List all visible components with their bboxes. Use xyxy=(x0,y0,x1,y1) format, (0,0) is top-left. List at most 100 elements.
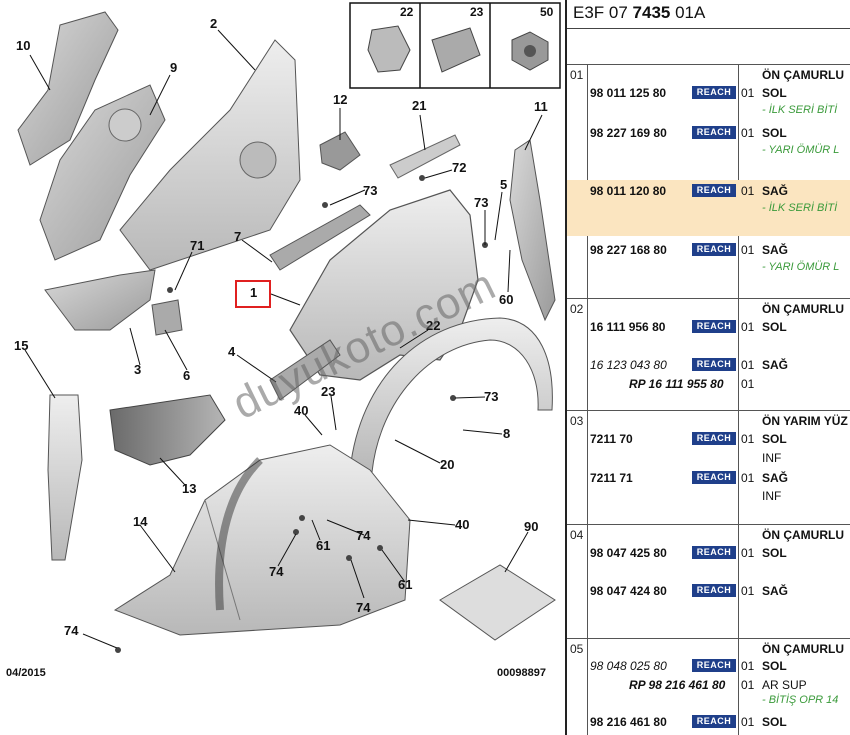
table-row[interactable]: 98 227 168 80 REACH 01 SAĞ xyxy=(567,241,850,261)
part-90-shape xyxy=(439,564,556,641)
inset-label-23: 23 xyxy=(470,5,484,19)
replacement-part-number: RP 98 216 461 80 xyxy=(629,678,726,692)
part-number: 7211 71 xyxy=(590,471,633,485)
callout-2[interactable]: 2 xyxy=(210,16,218,31)
callout-90[interactable]: 90 xyxy=(524,519,539,534)
inset-clip-23 xyxy=(431,27,481,73)
quantity: 01 xyxy=(741,659,755,673)
callout-11[interactable]: 11 xyxy=(534,99,548,114)
callout-61-b[interactable]: 61 xyxy=(398,577,413,592)
side-label: SOL xyxy=(762,86,787,100)
reach-badge: REACH xyxy=(692,659,736,672)
callout-60[interactable]: 60 xyxy=(499,292,514,307)
group-separator xyxy=(567,298,850,299)
side-label: SAĞ xyxy=(762,471,789,485)
callout-15[interactable]: 15 xyxy=(14,338,29,353)
callout-40-b[interactable]: 40 xyxy=(455,517,470,532)
group-separator xyxy=(567,638,850,639)
part-4-shape xyxy=(269,339,341,401)
part-number: 98 227 169 80 xyxy=(590,126,667,140)
callout-74-d[interactable]: 74 xyxy=(64,623,79,638)
quantity: 01 xyxy=(741,584,755,598)
callout-13[interactable]: 13 xyxy=(182,481,197,496)
group-number: 03 xyxy=(570,414,584,428)
part-number: 98 011 120 80 xyxy=(590,184,667,198)
table-row[interactable]: 7211 70 REACH 01 SOL xyxy=(567,430,850,450)
part-number: 16 123 043 80 xyxy=(590,358,667,372)
callout-72[interactable]: 72 xyxy=(452,160,467,175)
side-label: SOL xyxy=(762,126,787,140)
table-row[interactable]: RP 16 111 955 80 01 xyxy=(567,375,850,395)
table-row[interactable]: 98 216 461 80 REACH 01 SOL xyxy=(567,713,850,733)
callout-5[interactable]: 5 xyxy=(500,177,508,192)
callout-40-a[interactable]: 40 xyxy=(294,403,309,418)
table-row[interactable]: RP 98 216 461 80 01 AR SUP xyxy=(567,676,850,696)
col-divider-2 xyxy=(738,64,739,735)
quantity: 01 xyxy=(741,358,755,372)
callout-1[interactable]: 1 xyxy=(250,285,258,300)
callout-8[interactable]: 8 xyxy=(503,426,511,441)
diagram-date: 04/2015 xyxy=(6,667,46,679)
callout-22[interactable]: 22 xyxy=(426,318,441,333)
callout-4[interactable]: 4 xyxy=(228,344,236,359)
row-sub-label: INF xyxy=(762,489,782,503)
callout-14[interactable]: 14 xyxy=(133,514,148,529)
table-row[interactable]: 98 011 125 80 REACH 01 SOL xyxy=(567,84,850,104)
callout-23[interactable]: 23 xyxy=(321,384,336,399)
part-11-shape xyxy=(509,139,556,322)
doc-ref-prefix: E3F 07 xyxy=(573,3,633,22)
part-15-shape xyxy=(47,394,83,561)
table-row[interactable]: 16 111 956 80 REACH 01 SOL xyxy=(567,318,850,338)
selected-part-highlight[interactable] xyxy=(235,280,271,308)
callout-74-c[interactable]: 74 xyxy=(356,600,371,615)
reach-badge: REACH xyxy=(692,432,736,445)
quantity: 01 xyxy=(741,471,755,485)
table-row-selected[interactable]: 98 011 120 80 REACH 01 SAĞ - İLK SERİ Bİ… xyxy=(567,180,850,236)
callout-6[interactable]: 6 xyxy=(183,368,191,383)
part-7-shape xyxy=(269,204,371,271)
reach-badge: REACH xyxy=(692,86,736,99)
inset-label-22: 22 xyxy=(400,5,414,19)
callout-12[interactable]: 12 xyxy=(333,92,348,107)
side-label: SOL xyxy=(762,659,787,673)
side-label: SAĞ xyxy=(762,184,789,198)
callout-74-b[interactable]: 74 xyxy=(269,564,284,579)
table-row[interactable]: 98 047 424 80 REACH 01 SAĞ xyxy=(567,582,850,602)
table-row[interactable]: 7211 71 REACH 01 SAĞ xyxy=(567,469,850,489)
callout-73-c[interactable]: 73 xyxy=(484,389,499,404)
callout-61-a[interactable]: 61 xyxy=(316,538,331,553)
callout-73-b[interactable]: 73 xyxy=(474,195,489,210)
quantity: 01 xyxy=(741,432,755,446)
table-row[interactable]: 98 048 025 80 REACH 01 SOL xyxy=(567,657,850,677)
document-reference: E3F 07 7435 01A xyxy=(573,3,705,23)
row-note: - İLK SERİ BİTİ xyxy=(762,202,838,214)
part-number: 7211 70 xyxy=(590,432,633,446)
callout-71[interactable]: 71 xyxy=(190,238,205,253)
row-note: - İLK SERİ BİTİ xyxy=(762,104,838,116)
callout-7[interactable]: 7 xyxy=(234,229,242,244)
callout-10[interactable]: 10 xyxy=(16,38,31,53)
reach-badge: REACH xyxy=(692,184,736,197)
table-row[interactable]: 98 227 169 80 REACH 01 SOL xyxy=(567,124,850,144)
table-row[interactable]: 98 047 425 80 REACH 01 SOL xyxy=(567,544,850,564)
callout-21[interactable]: 21 xyxy=(412,98,427,113)
header-divider xyxy=(567,28,850,29)
callout-73-a[interactable]: 73 xyxy=(363,183,378,198)
callout-3[interactable]: 3 xyxy=(134,362,142,377)
callout-20[interactable]: 20 xyxy=(440,457,455,472)
callout-9[interactable]: 9 xyxy=(170,60,178,75)
exploded-parts-diagram: 10 2 9 12 21 11 73 72 5 73 7 71 1 60 15 … xyxy=(6,2,561,679)
table-row[interactable]: 16 123 043 80 REACH 01 SAĞ xyxy=(567,356,850,376)
quantity: 01 xyxy=(741,320,755,334)
part-1-fender-shape xyxy=(289,189,479,381)
part-13-shape xyxy=(109,394,226,466)
col-divider-1 xyxy=(587,64,588,735)
group-number: 05 xyxy=(570,642,584,656)
row-note: - YARI ÖMÜR L xyxy=(762,144,840,156)
reach-badge: REACH xyxy=(692,320,736,333)
part-number: 16 111 956 80 xyxy=(590,320,666,334)
callout-74-a[interactable]: 74 xyxy=(356,528,371,543)
part-number: 98 216 461 80 xyxy=(590,715,667,729)
reach-badge: REACH xyxy=(692,715,736,728)
part-number: 98 227 168 80 xyxy=(590,243,667,257)
